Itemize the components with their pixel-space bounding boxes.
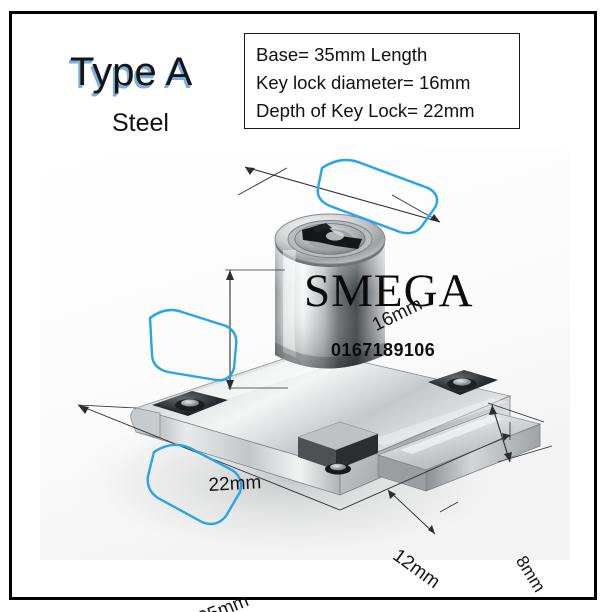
highlight-rings	[146, 158, 439, 526]
specification-box: Base= 35mm Length Key lock diameter= 16m…	[244, 33, 520, 129]
spec-line-base: Base= 35mm Length	[256, 44, 428, 65]
highlight-ring-16mm-top	[316, 158, 439, 235]
highlight-ring-35mm	[146, 443, 243, 526]
page-title: Type A	[70, 50, 193, 94]
center-screw-recess	[297, 421, 379, 475]
phone-watermark: 0167189106	[331, 340, 436, 360]
key-cylinder	[274, 213, 386, 369]
highlight-ring-22mm	[148, 308, 238, 382]
screw-recess-left	[152, 391, 228, 416]
dimension-label-key-depth: 22mm	[208, 472, 262, 496]
dimension-label-base-length: 35mm	[195, 590, 252, 612]
lock-illustration	[40, 150, 570, 560]
spec-line-diameter: Key lock diameter= 16mm	[256, 72, 471, 93]
material-subtitle: Steel	[112, 109, 169, 137]
spec-line-depth: Depth of Key Lock= 22mm	[256, 100, 475, 121]
product-photo: 16mm 22mm 35mm 12mm 8mm 16mm	[40, 150, 570, 612]
screw-recess-right	[428, 370, 498, 395]
latch-bolt	[376, 411, 542, 492]
brand-watermark: SMEGA	[304, 265, 474, 317]
